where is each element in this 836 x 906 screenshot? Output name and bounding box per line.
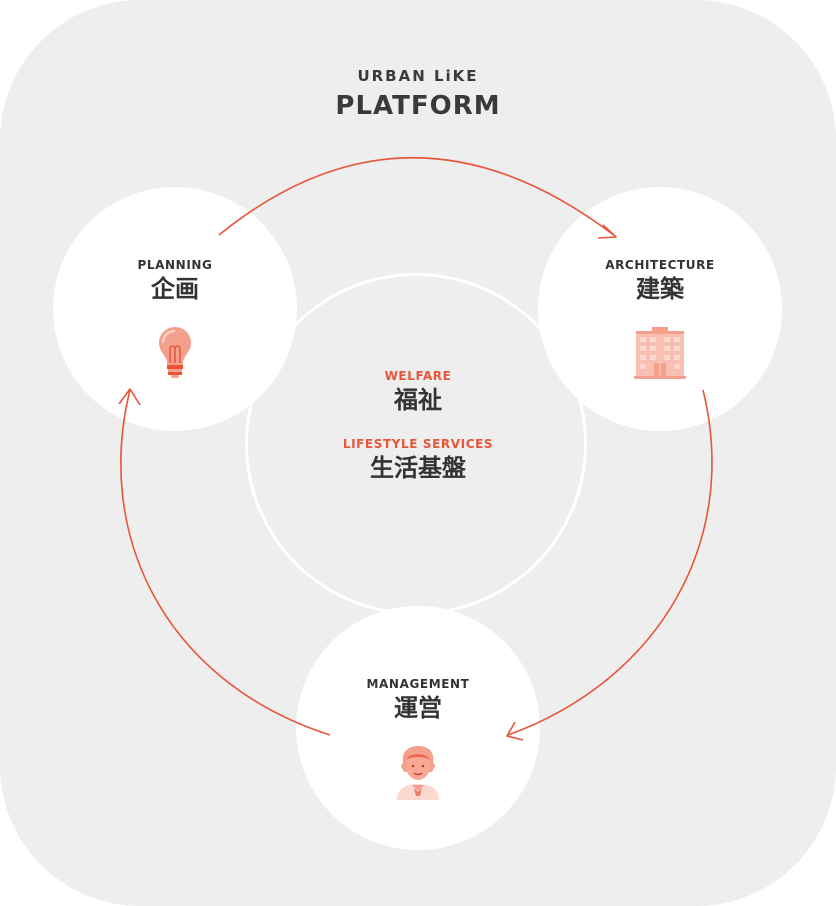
arrow-management-to-planning bbox=[120, 389, 331, 736]
building-icon bbox=[634, 327, 686, 383]
staff-person-icon bbox=[393, 744, 443, 804]
architecture-node: ARCHITECTURE 建築 bbox=[538, 187, 782, 431]
arrowhead-planning bbox=[118, 388, 141, 406]
platform-title: URBAN LiKE PLATFORM bbox=[0, 66, 836, 124]
planning-label-en: PLANNING bbox=[137, 258, 213, 272]
welfare-label-jp: 福祉 bbox=[394, 386, 442, 414]
management-node: MANAGEMENT 運営 bbox=[296, 606, 540, 850]
arrow-architecture-to-management bbox=[507, 389, 713, 736]
lifestyle-label-en: LIFESTYLE SERVICES bbox=[342, 437, 494, 451]
arrowhead-management bbox=[506, 721, 524, 741]
management-label-en: MANAGEMENT bbox=[366, 677, 470, 691]
planning-node: PLANNING 企画 bbox=[53, 187, 297, 431]
welfare-label-en: WELFARE bbox=[384, 369, 452, 383]
arrow-planning-to-architecture bbox=[218, 156, 616, 237]
architecture-label-jp: 建築 bbox=[636, 275, 684, 303]
architecture-label-en: ARCHITECTURE bbox=[605, 258, 715, 272]
center-content: WELFARE 福祉 LIFESTYLE SERVICES 生活基盤 bbox=[268, 368, 568, 484]
brand-name: URBAN LiKE bbox=[357, 67, 479, 85]
lifestyle-label-jp: 生活基盤 bbox=[370, 454, 466, 482]
arrowhead-architecture bbox=[597, 224, 617, 239]
management-label-jp: 運営 bbox=[394, 694, 442, 722]
planning-label-jp: 企画 bbox=[151, 275, 199, 303]
lightbulb-icon bbox=[157, 325, 193, 383]
brand-platform: PLATFORM bbox=[335, 91, 501, 121]
